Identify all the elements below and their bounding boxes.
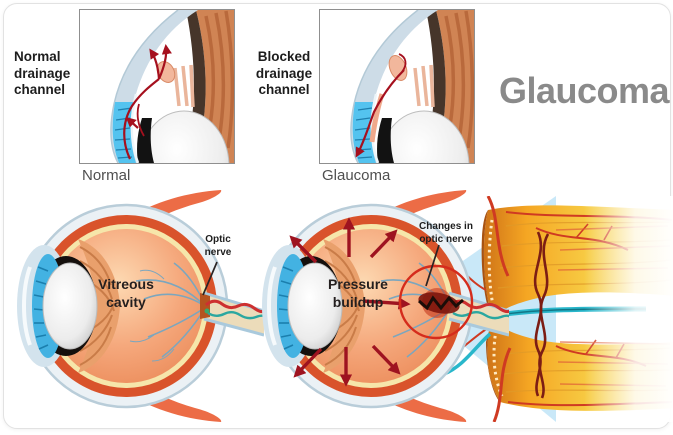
lens <box>42 262 98 350</box>
changes-pointer-line <box>425 244 440 287</box>
pressure-buildup-label: Pressure buildup <box>328 276 388 311</box>
normal-drainage-inset <box>79 9 235 164</box>
blocked-channel-label: Blocked drainage channel <box>255 49 313 98</box>
normal-eye-illustration <box>17 190 264 422</box>
vitreous-cavity-label: Vitreous cavity <box>98 276 154 311</box>
ciliary-body <box>78 239 120 373</box>
normal-drainage-illustration <box>80 10 234 163</box>
illustration-card: Normal drainage channel Normal <box>3 3 673 429</box>
glaucoma-eye-illustration <box>262 190 509 422</box>
blocked-drainage-inset <box>319 9 475 164</box>
optic-nerve-pointer-line <box>202 261 218 296</box>
optic-nerve-label: Optic nerve <box>204 234 232 258</box>
page-title: Glaucoma <box>498 70 670 111</box>
aqueous-flow-arrows <box>123 43 172 160</box>
changes-in-optic-nerve-label: Changes in optic nerve <box>419 221 473 245</box>
ciliary-body <box>323 239 365 373</box>
blocked-flow-arrow <box>355 53 407 158</box>
damage-highlight-circle <box>398 264 474 340</box>
glaucoma-caption: Glaucoma <box>322 167 391 184</box>
normal-caption: Normal <box>82 167 131 184</box>
twisted-vessel-pair <box>533 231 550 399</box>
normal-channel-label: Normal drainage channel <box>14 49 71 98</box>
blocked-drainage-illustration <box>320 10 474 163</box>
